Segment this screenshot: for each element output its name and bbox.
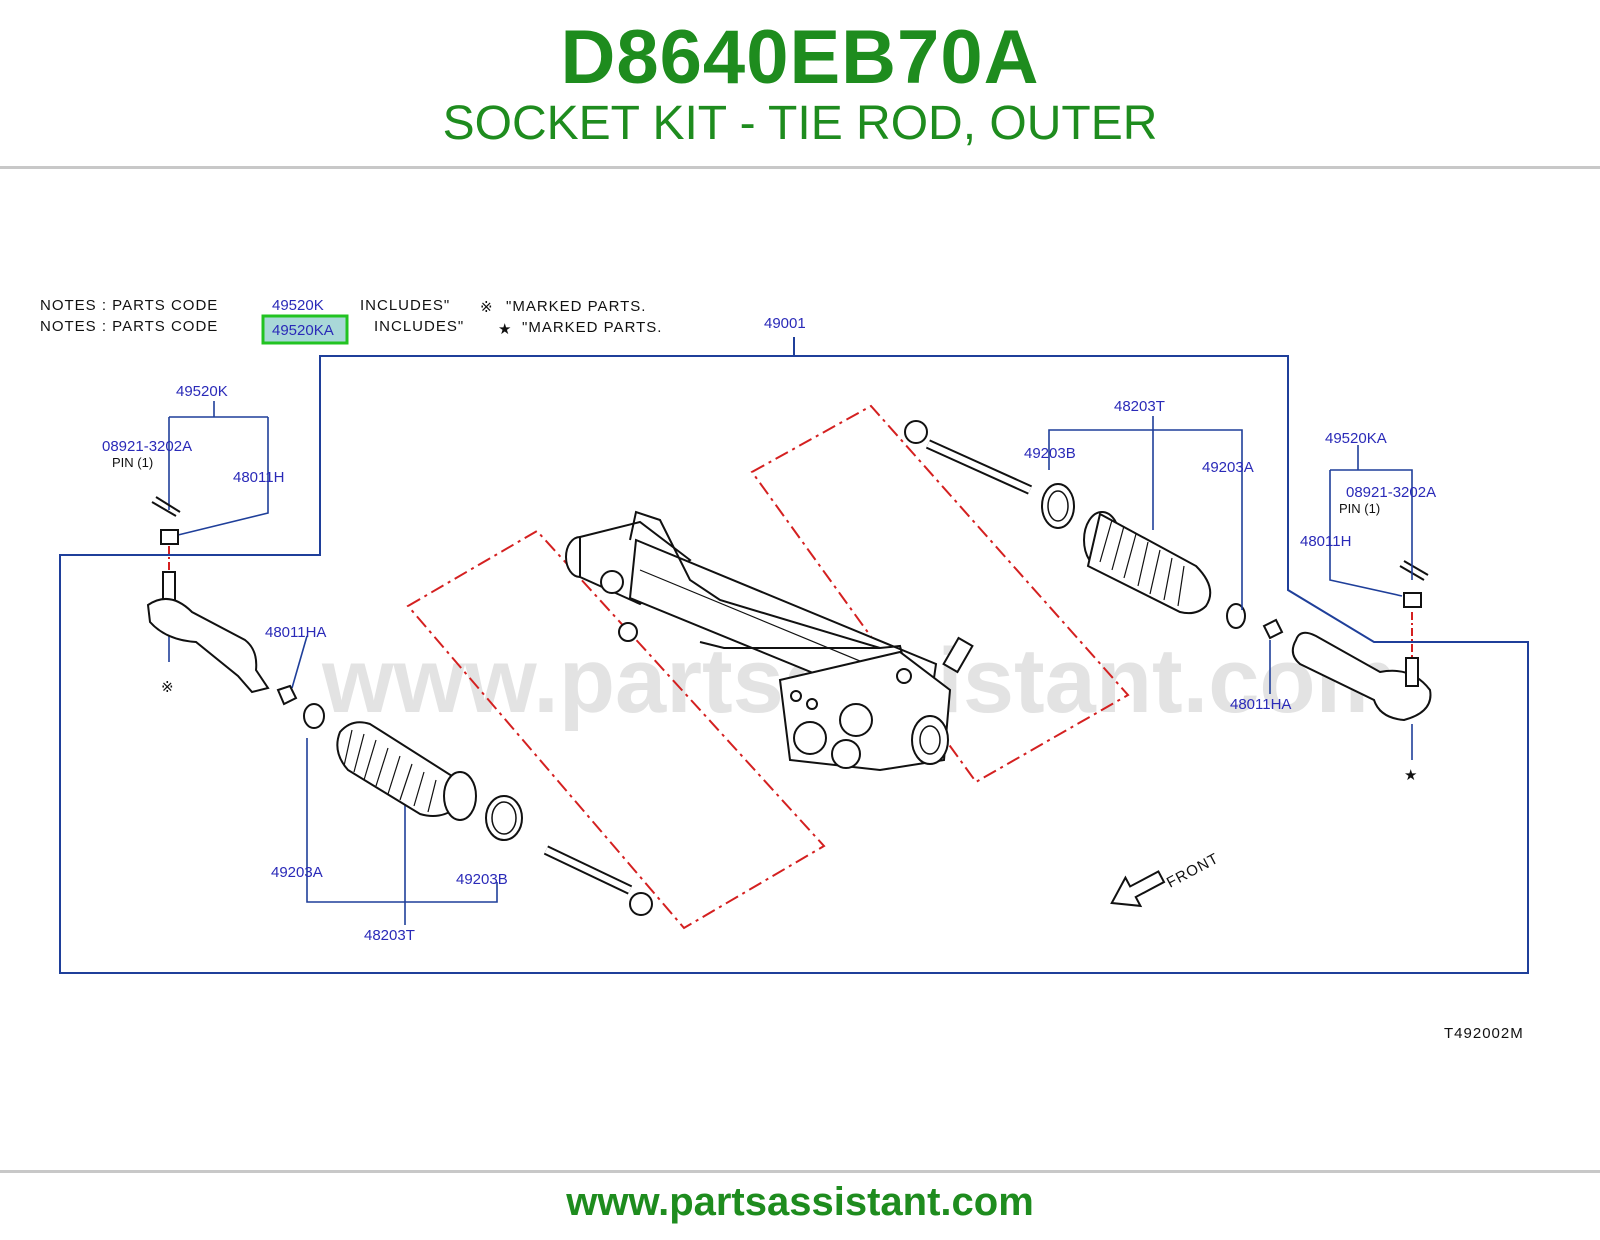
note-1-code[interactable]: 49520K <box>272 297 324 314</box>
header: D8640EB70A SOCKET KIT - TIE ROD, OUTER <box>0 0 1600 170</box>
right-boot-group <box>1041 483 1284 640</box>
callout-nut-left[interactable]: 48011H <box>233 469 284 486</box>
tie-rod-end-left <box>146 496 270 694</box>
boot-left-mouth <box>443 771 477 821</box>
callout-nut-right-ha[interactable]: 48011HA <box>1230 696 1291 713</box>
steering-rack <box>565 510 974 772</box>
inner-tie-rod-right <box>904 420 1033 495</box>
callout-clamp-a-left[interactable]: 49203A <box>271 864 323 881</box>
callout-49001[interactable]: 49001 <box>764 315 806 332</box>
callout-clamp-a-right[interactable]: 49203A <box>1202 459 1254 476</box>
clamp-right-outer <box>1041 483 1075 529</box>
note-2-code[interactable]: 49520KA <box>272 322 334 339</box>
callout-49520ka[interactable]: 49520KA <box>1325 430 1387 447</box>
callout-clamp-b-left[interactable]: 49203B <box>456 871 508 888</box>
inner-tie-rod-left <box>543 845 653 916</box>
note-1-prefix: NOTES : PARTS CODE <box>40 297 218 314</box>
boot-right <box>1086 512 1212 615</box>
reference-mark-icon: ※ <box>480 299 494 316</box>
callout-pin-left[interactable]: 08921-3202A <box>102 438 192 455</box>
note-2-includes: INCLUDES" <box>374 318 464 335</box>
front-label: FRONT <box>1164 850 1222 892</box>
part-number-title: D8640EB70A <box>560 15 1040 100</box>
note-1-marked: "MARKED PARTS. <box>506 298 646 315</box>
parts-diagram: www.partsassistant.com NOTES : PARTS COD… <box>40 297 1529 1042</box>
callout-nut-left-ha[interactable]: 48011HA <box>265 624 326 641</box>
clamp-left-inner <box>303 703 325 729</box>
header-divider <box>0 166 1600 169</box>
callout-pin-right[interactable]: 08921-3202A <box>1346 484 1436 501</box>
star-icon: ★ <box>498 321 512 338</box>
callout-boot-left[interactable]: 48203T <box>364 927 415 944</box>
callout-boot-right[interactable]: 48203T <box>1114 398 1165 415</box>
assembly-frame <box>59 337 1529 974</box>
pin-left-note: PIN (1) <box>112 455 153 470</box>
right-end-star-icon: ★ <box>1404 767 1418 784</box>
callout-nut-right[interactable]: 48011H <box>1300 533 1351 550</box>
boot-left <box>336 721 463 817</box>
highlight-box <box>261 314 349 345</box>
callout-clamp-b-right[interactable]: 49203B <box>1024 445 1076 462</box>
phantom-outline <box>406 404 1130 930</box>
pin-right-note: PIN (1) <box>1339 501 1380 516</box>
footer-url[interactable]: www.partsassistant.com <box>566 1180 1034 1224</box>
clamp-right-inner <box>1226 603 1246 629</box>
diagram-code: T492002M <box>1444 1025 1524 1042</box>
left-end-mark-icon: ※ <box>161 679 175 696</box>
leaders-right <box>1048 416 1413 760</box>
left-boot-group <box>276 684 523 841</box>
note-1-includes: INCLUDES" <box>360 297 450 314</box>
note-2-prefix: NOTES : PARTS CODE <box>40 318 218 335</box>
note-2-marked: "MARKED PARTS. <box>522 319 662 336</box>
footer-divider <box>0 1170 1600 1173</box>
callout-49520k[interactable]: 49520K <box>176 383 228 400</box>
front-arrow-icon <box>1110 870 1166 908</box>
part-description: SOCKET KIT - TIE ROD, OUTER <box>442 97 1158 150</box>
